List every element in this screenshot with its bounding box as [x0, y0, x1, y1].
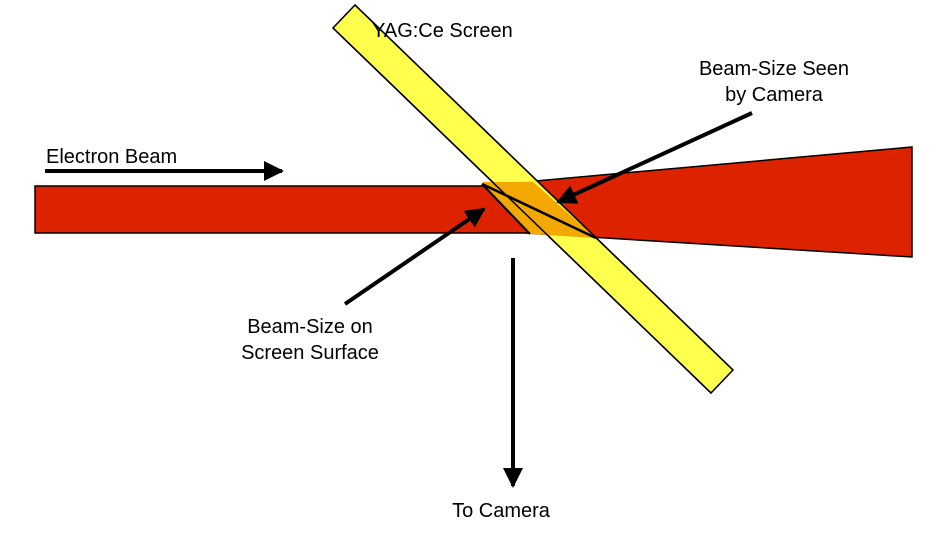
- screen-label: YAG:Ce Screen: [372, 20, 513, 42]
- electron-beam: [34, 146, 913, 258]
- beam-size-surface-label: Beam-Size on: [247, 316, 373, 338]
- electron-beam-label: Electron Beam: [46, 146, 177, 168]
- screen-edge: [332, 27, 712, 394]
- beam-size-surface-line: [481, 183, 531, 235]
- beam-size-seen-line: [481, 182, 597, 240]
- screen-surface-arrow: [343, 207, 486, 306]
- beam-size-seen-label: by Camera: [725, 84, 824, 106]
- to-camera-label: To Camera: [452, 500, 551, 522]
- beam-size-seen-label: Beam-Size Seen: [699, 58, 849, 80]
- screen-edge: [354, 4, 734, 371]
- seen-by-camera-arrow: [556, 111, 753, 204]
- beam-size-surface-label: Screen Surface: [241, 342, 379, 364]
